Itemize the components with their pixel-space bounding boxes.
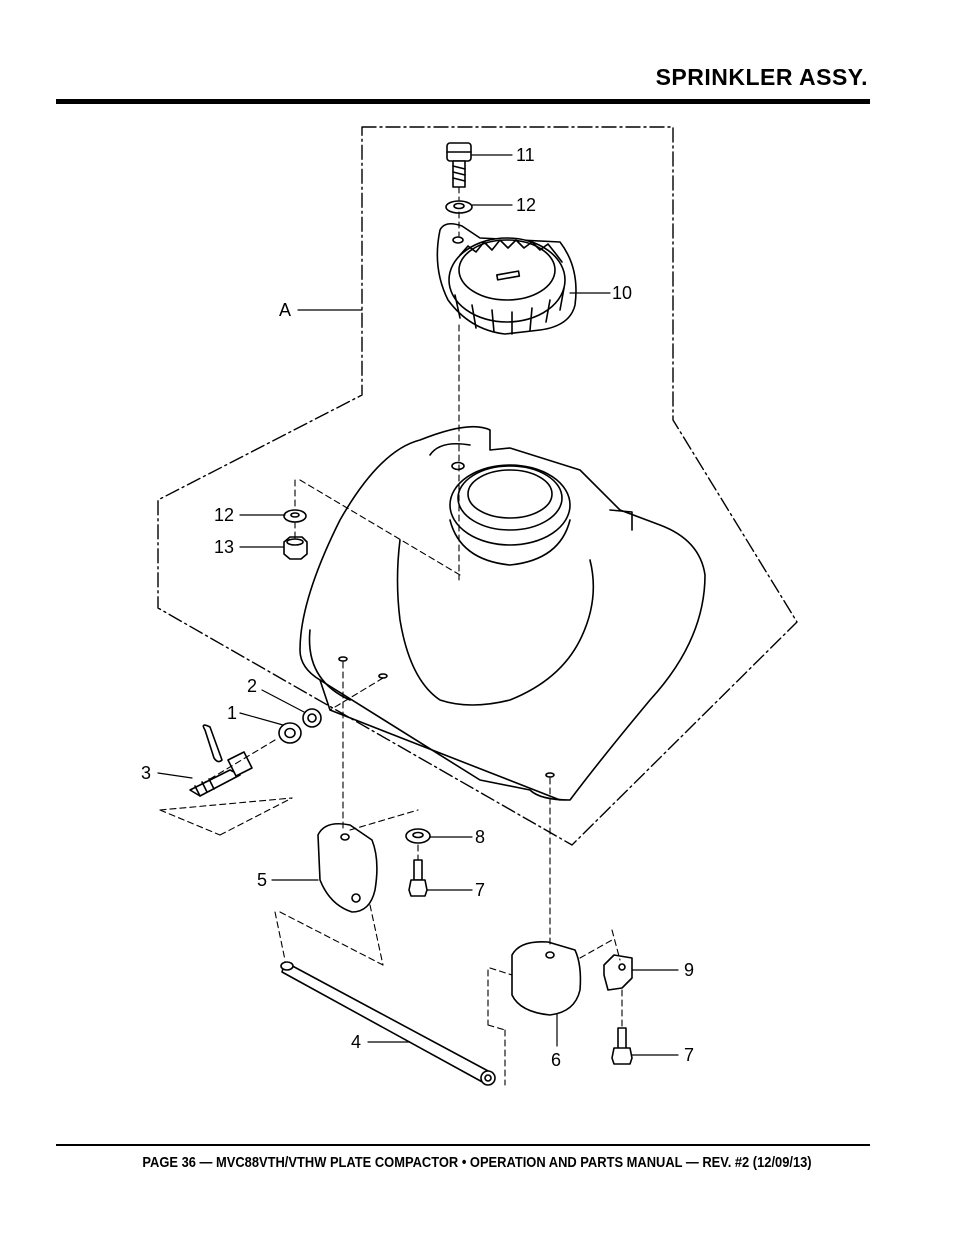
callout-leaders	[157, 154, 679, 1056]
washer-2-icon	[302, 708, 322, 728]
nut-13-icon	[283, 536, 308, 560]
valve-3-icon	[189, 724, 253, 797]
water-tank-icon	[299, 425, 706, 801]
washer-8-icon	[405, 828, 431, 844]
callout-A: A	[279, 300, 291, 320]
tank-cap-10-icon	[436, 222, 577, 335]
spray-pipe-4-icon	[280, 961, 496, 1086]
nozzle-block-5-icon	[317, 822, 378, 913]
callout-12-left: 12	[214, 505, 234, 525]
callout-6: 6	[551, 1050, 561, 1070]
assembly-boundary	[157, 126, 798, 846]
footer-rule	[56, 1144, 870, 1146]
callout-12-top: 12	[516, 195, 536, 215]
callout-5: 5	[257, 870, 267, 890]
bolt-11-icon	[446, 142, 472, 188]
callout-2: 2	[247, 676, 257, 696]
callout-11: 11	[516, 145, 535, 165]
header-rule	[56, 99, 870, 104]
bracket-9-icon	[603, 954, 633, 991]
callout-3: 3	[141, 763, 151, 783]
page-footer: PAGE 36 — MVC88VTH/VTHW PLATE COMPACTOR …	[142, 1154, 812, 1171]
callout-7-lower: 7	[684, 1045, 694, 1065]
screw-7-lower-icon	[611, 1027, 633, 1065]
callout-9: 9	[684, 960, 694, 980]
alignment-lines	[159, 186, 623, 1086]
callout-10: 10	[612, 283, 632, 303]
callout-8: 8	[475, 827, 485, 847]
washer-1-icon	[278, 722, 302, 744]
nozzle-block-6-icon	[511, 940, 582, 1016]
page-title: SPRINKLER ASSY.	[655, 64, 868, 90]
screw-7-upper-icon	[408, 859, 428, 897]
washer-12-top-icon	[445, 200, 473, 214]
callout-13: 13	[214, 537, 234, 557]
washer-12-left-icon	[283, 509, 307, 523]
callout-7-upper: 7	[475, 880, 485, 900]
callout-1: 1	[227, 703, 237, 723]
callout-4: 4	[351, 1032, 361, 1052]
